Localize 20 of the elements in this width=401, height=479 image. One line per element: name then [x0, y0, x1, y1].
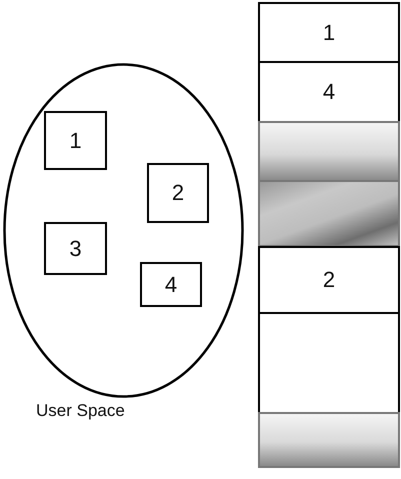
shaded-cell [258, 412, 400, 468]
process-box [44, 222, 107, 275]
number-label: 1 [322, 20, 336, 46]
memory-cell [258, 2, 400, 63]
memory-cell [258, 312, 400, 414]
region-caption: User Space [36, 401, 125, 421]
memory-cell [258, 61, 400, 123]
number-label: 2 [322, 267, 336, 293]
number-label: 1 [69, 128, 82, 154]
number-label: 2 [172, 180, 184, 206]
number-label: 4 [322, 79, 336, 105]
process-box [147, 163, 209, 223]
memory-cell [258, 246, 400, 314]
process-box [44, 111, 107, 170]
number-label: 3 [69, 236, 82, 262]
number-label: 4 [164, 272, 178, 298]
ellipse-region [3, 63, 244, 398]
shaded-cell [258, 121, 400, 182]
process-box [140, 262, 202, 307]
shaded-cell [258, 180, 400, 247]
